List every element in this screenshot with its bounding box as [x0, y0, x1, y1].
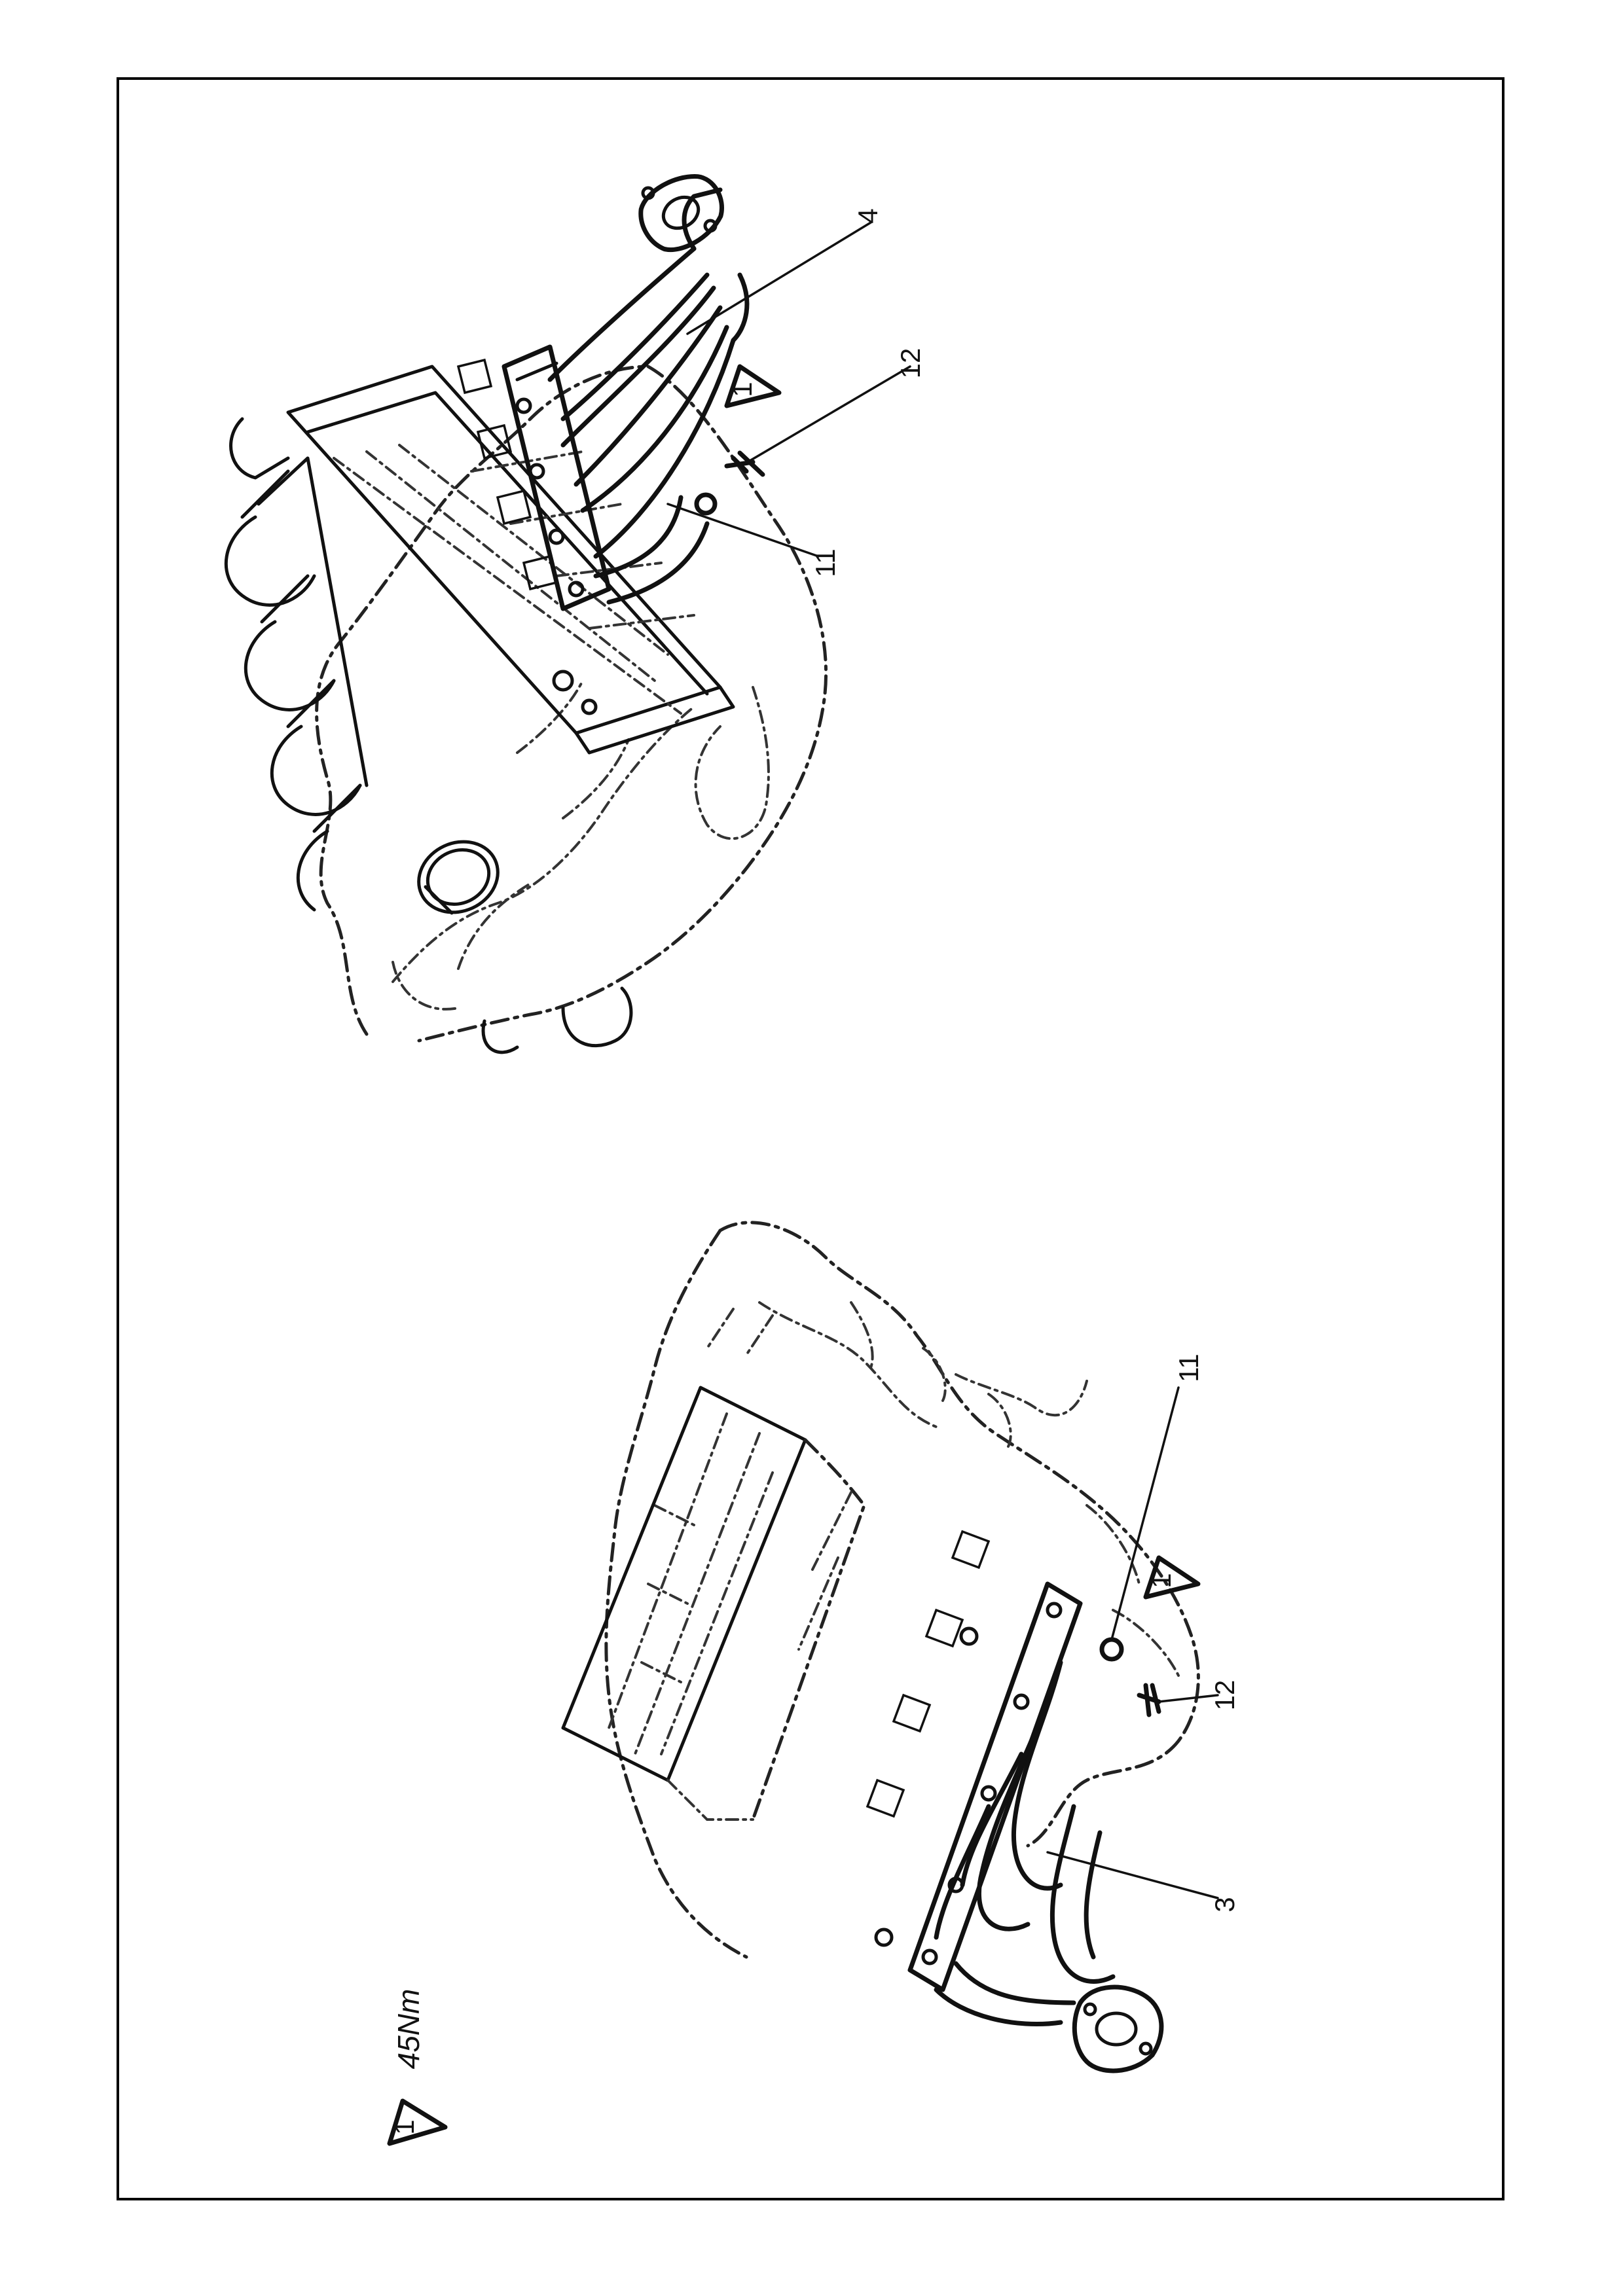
upper-leaders	[668, 223, 910, 556]
callout-upper-washer: 11	[810, 548, 841, 577]
lower-bolt-12	[1139, 1685, 1159, 1715]
lower-washer-11	[1102, 1640, 1122, 1659]
upper-engine-block	[317, 367, 826, 1052]
upper-valve-cover	[226, 367, 733, 910]
lower-engine-block	[606, 1223, 1199, 1957]
lower-warning-number: 1	[1146, 1573, 1176, 1588]
callout-labels: 4 12 11 11 12 3	[810, 208, 1240, 1912]
callout-lower-manifold: 3	[1209, 1897, 1240, 1912]
torque-note-marker: 1	[389, 2119, 420, 2134]
callout-lower-bolt: 12	[1209, 1680, 1240, 1711]
torque-note: 1 45Nm	[389, 1989, 445, 2144]
upper-washer-11	[697, 495, 715, 513]
upper-warning-triangle-icon: 1	[727, 367, 779, 406]
lower-fasteners	[1102, 1640, 1159, 1715]
torque-value: 45Nm	[392, 1989, 426, 2070]
upper-fasteners	[697, 453, 763, 513]
callout-lower-washer: 11	[1173, 1354, 1204, 1382]
upper-exhaust-manifold	[458, 163, 747, 713]
callout-upper-manifold: 4	[852, 208, 883, 223]
callout-upper-bolt: 12	[895, 348, 926, 379]
upper-warning-number: 1	[727, 382, 757, 397]
